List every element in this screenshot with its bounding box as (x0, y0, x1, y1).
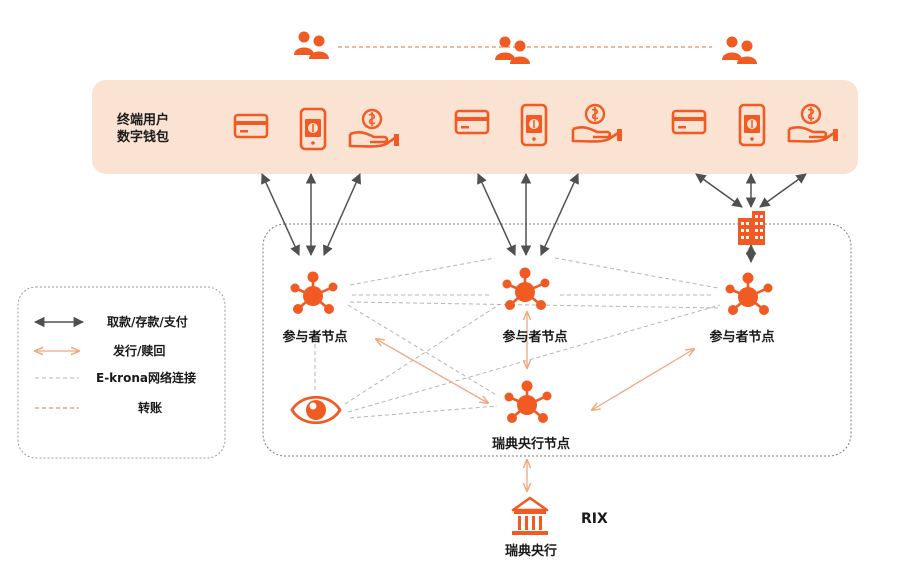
legend-label-transfer: 转账 (138, 400, 162, 415)
participant-node-label-3: 参与者节点 (709, 329, 774, 345)
user-group-icon (294, 31, 329, 59)
user-group-icon (722, 36, 757, 64)
participant-node-icon-1 (289, 270, 339, 316)
issue-redeem-arrows (376, 312, 694, 491)
central-bank-node-icon (503, 379, 553, 425)
wallet-label-line1: 终端用户 (117, 112, 169, 128)
legend-label-issue: 发行/赎回 (112, 343, 165, 358)
legend: 取款/存款/支付 发行/赎回 E-krona网络连接 转账 (17, 286, 226, 459)
user-group-icon (495, 36, 530, 64)
participant-node-icon-2 (501, 266, 551, 312)
participant-node-icon-3 (724, 271, 774, 317)
legend-box (17, 286, 226, 459)
withdraw-deposit-pay-arrows (261, 172, 807, 264)
participant-node-label-2: 参与者节点 (502, 329, 567, 345)
participant-node-label-1: 参与者节点 (282, 329, 347, 345)
legend-label-network: E-krona网络连接 (96, 370, 196, 385)
central-node-label: 瑞典央行节点 (492, 436, 570, 452)
rix-label: RIX (581, 511, 608, 527)
riksbank-building-icon (511, 496, 549, 535)
bank-building-icon (738, 211, 765, 245)
riksbank-label: 瑞典央行 (505, 543, 557, 559)
end-users-row (294, 31, 757, 64)
wallet-label-line2: 数字钱包 (117, 129, 169, 145)
wallet-band (92, 80, 858, 174)
eye-icon (290, 396, 342, 424)
legend-label-withdraw: 取款/存款/支付 (107, 314, 188, 329)
